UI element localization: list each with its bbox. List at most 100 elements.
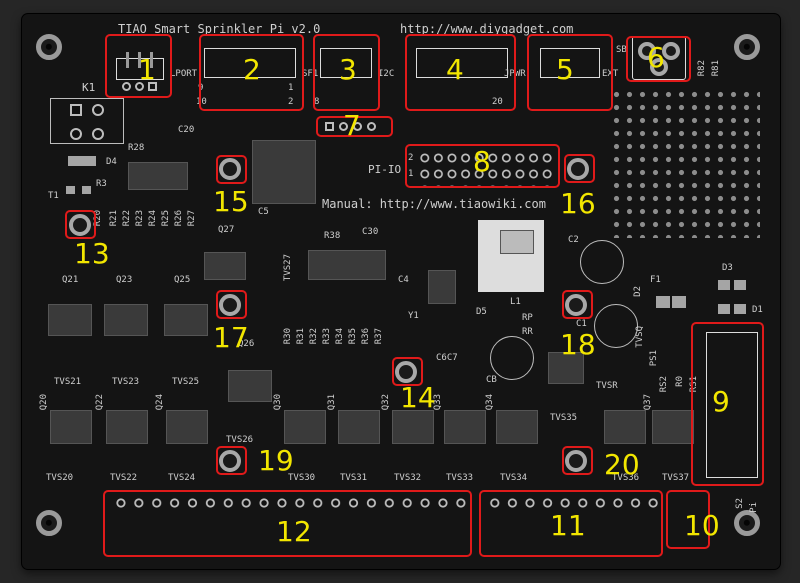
callout-box-10 [666,490,710,549]
label-rr: RR [522,327,533,337]
label-pi: Pi [749,502,759,513]
resistor-label: R36 [361,328,371,345]
label-tvs-top: TVS23 [112,377,140,387]
board-url: http://www.diygadget.com [400,22,574,36]
label-c6c7: C6C7 [436,353,458,363]
label-k1: K1 [82,81,96,94]
label-d2: D2 [633,286,643,297]
resistor-label: R31 [296,328,306,345]
pin-label: 2 [408,153,414,163]
ic-chip [252,140,316,204]
test-point-16 [567,158,589,180]
resistor-label: R32 [309,328,319,345]
connector-5-housing [540,48,600,78]
label-q-bottom: Q20 [39,394,49,411]
capacitor-c2 [580,240,624,284]
callout-box-17 [216,290,247,319]
label-tvs-top: TVS21 [54,377,82,387]
label-d1: D1 [752,305,763,315]
label-q27: Q27 [218,225,235,235]
label-ps1: PS1 [649,350,659,367]
label-r3: R3 [96,179,107,189]
connector-7-pin [353,122,362,131]
callout-box-20 [562,446,593,475]
resistor-label: R25 [161,210,171,227]
label-q-bottom: Q34 [485,394,495,411]
relay-pad [92,128,104,140]
label-tvs-bottom: TVS20 [46,473,74,483]
label-tvs-bottom: TVS37 [662,473,690,483]
connector-pin-lead [126,52,129,68]
label-c2: C2 [568,235,579,245]
mosfet [652,410,694,444]
resistor-label: R33 [322,328,332,345]
label-l1: L1 [510,297,521,307]
t1-pad [66,186,75,194]
callout-number-19: 19 [258,444,294,477]
mounting-hole-bottom-left [36,510,62,536]
resistor-label: R21 [109,210,119,227]
label-lport: LPORT [170,69,198,79]
mosfet [166,410,208,444]
label-tvs-bottom: TVS24 [168,473,196,483]
callout-number-11: 11 [550,509,586,542]
fuse-pad [672,296,686,308]
callout-box-18 [562,290,593,319]
test-point-14 [395,361,417,383]
label-tvs-bottom: TVS34 [500,473,528,483]
pcb-board: TIAO Smart Sprinkler Pi v2.0 http://www.… [22,14,780,569]
label-tvs27: TVS27 [283,254,293,282]
mosfet [104,304,148,336]
callout-number-2: 2 [243,53,261,86]
connector-7-pin [325,122,334,131]
mosfet [228,370,272,402]
label-q-bottom: Q24 [155,394,165,411]
connector-1-pin [135,82,144,91]
connector-3-housing [320,48,372,78]
connector-2-housing [204,48,296,78]
transistor [204,252,246,280]
regulator-body [500,230,534,254]
prototype-area [610,88,760,238]
label-r82: R82 [697,60,707,77]
label-q-bottom: Q30 [273,394,283,411]
callout-box-16 [564,154,595,183]
callout-box-11 [479,490,663,557]
callout-number-18: 18 [560,328,596,361]
callout-number-1: 1 [138,53,156,86]
callout-number-6: 6 [647,41,665,74]
label-q-top: Q23 [116,275,133,285]
label-d5: D5 [476,307,487,317]
callout-number-9: 9 [712,385,730,418]
resistor-label: R22 [122,210,132,227]
mounting-hole-bottom-right [734,510,760,536]
label-pi-io: PI-IO [368,163,402,176]
relay-pad [92,104,104,116]
callout-box-3 [313,34,380,111]
callout-number-7: 7 [343,109,361,142]
label-d4: D4 [106,157,117,167]
mounting-hole-top-right [734,34,760,60]
pin-label: 1 [408,169,414,179]
connector-1-pin [122,82,131,91]
callout-number-4: 4 [446,53,464,86]
label-r81: R81 [711,60,721,77]
callout-number-3: 3 [339,53,357,86]
terminal-row-12 [112,496,470,510]
resistor-label: R26 [174,210,184,227]
mosfet [496,410,538,444]
callout-number-12: 12 [276,515,312,548]
label-r0: R0 [675,376,685,387]
mosfet [48,304,92,336]
label-tvs-bottom: TVS36 [612,473,640,483]
mosfet [50,410,92,444]
pin-label: 10 [196,97,207,107]
callout-box-4 [405,34,516,111]
pin-label: 8 [314,97,320,107]
mosfet [164,304,208,336]
callout-number-20: 20 [604,448,640,481]
callout-box-6 [626,36,691,82]
test-point-19 [219,450,241,472]
callout-box-15 [216,155,247,184]
callout-number-14: 14 [400,381,436,414]
